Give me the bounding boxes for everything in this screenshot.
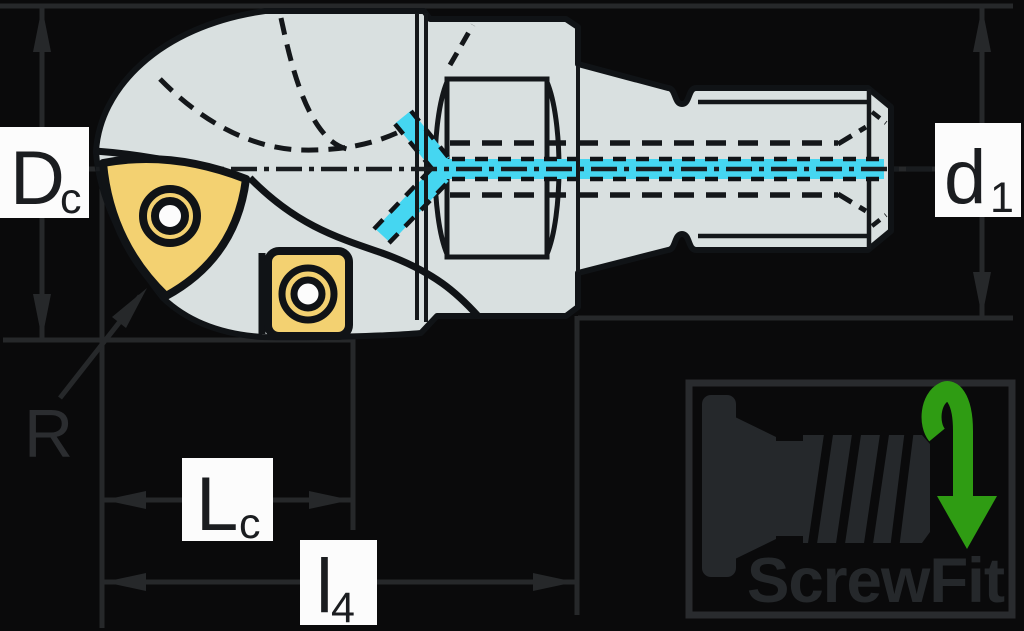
radius-label: R — [24, 396, 73, 472]
lc-label-sub: c — [239, 500, 261, 548]
sphere-meridian-dashed-arc — [278, 17, 356, 153]
arrow-up-icon — [973, 7, 991, 52]
insert-screw-hole — [290, 276, 326, 312]
dc-label-sub: c — [60, 175, 82, 223]
dc-label-box — [0, 127, 89, 218]
screw-thread-grooves — [807, 430, 914, 548]
dc-label: D — [10, 136, 65, 221]
flange-dashed-line — [447, 23, 476, 67]
lc-label: L — [196, 462, 238, 547]
coolant-channel-upper — [394, 110, 450, 171]
arrow-left-icon — [104, 573, 146, 591]
insert-screw-ring — [139, 185, 201, 247]
chamfer-dash-bottom — [870, 213, 888, 228]
arrow-right-icon — [533, 573, 575, 591]
body-inner-lines — [158, 17, 888, 260]
bore-end-dashed-top — [836, 124, 868, 147]
chamfer-dash-top — [870, 110, 888, 125]
coolant-channel-lower — [375, 166, 449, 244]
logo-border — [685, 379, 1016, 619]
bore-end-dashed-bottom — [836, 191, 868, 214]
radius-arrowhead-icon — [112, 288, 147, 328]
l4-label: l — [316, 544, 333, 629]
screwfit-logo: ScrewFit — [685, 379, 1016, 619]
insert-square — [264, 247, 353, 340]
arrow-down-icon — [33, 294, 51, 339]
dimension-labels: D c d 1 L c l 4 R — [0, 123, 1021, 631]
d1-label: d — [944, 135, 986, 220]
dimension-arrowheads — [33, 7, 991, 591]
arrow-down-icon — [973, 272, 991, 317]
arrow-right-icon — [309, 491, 351, 509]
flute-silhouette-curve — [247, 175, 481, 319]
rotation-arrow-icon — [921, 381, 997, 549]
insert-trigon — [99, 154, 250, 300]
lc-label-box — [182, 458, 273, 541]
sphere-equator-dashed-arc — [158, 77, 409, 153]
arrow-up-icon — [33, 7, 51, 52]
d1-label-box — [935, 123, 1021, 217]
arrow-left-icon — [104, 491, 146, 509]
insert-screw-hole — [151, 197, 189, 235]
logo-wordmark: ScrewFit — [747, 546, 1005, 616]
coolant-channel-dashed-edges — [372, 109, 880, 245]
l4-label-sub: 4 — [331, 584, 355, 631]
d1-label-sub: 1 — [990, 174, 1014, 222]
insert-screw-ring — [278, 264, 338, 324]
l4-label-box — [300, 540, 377, 625]
